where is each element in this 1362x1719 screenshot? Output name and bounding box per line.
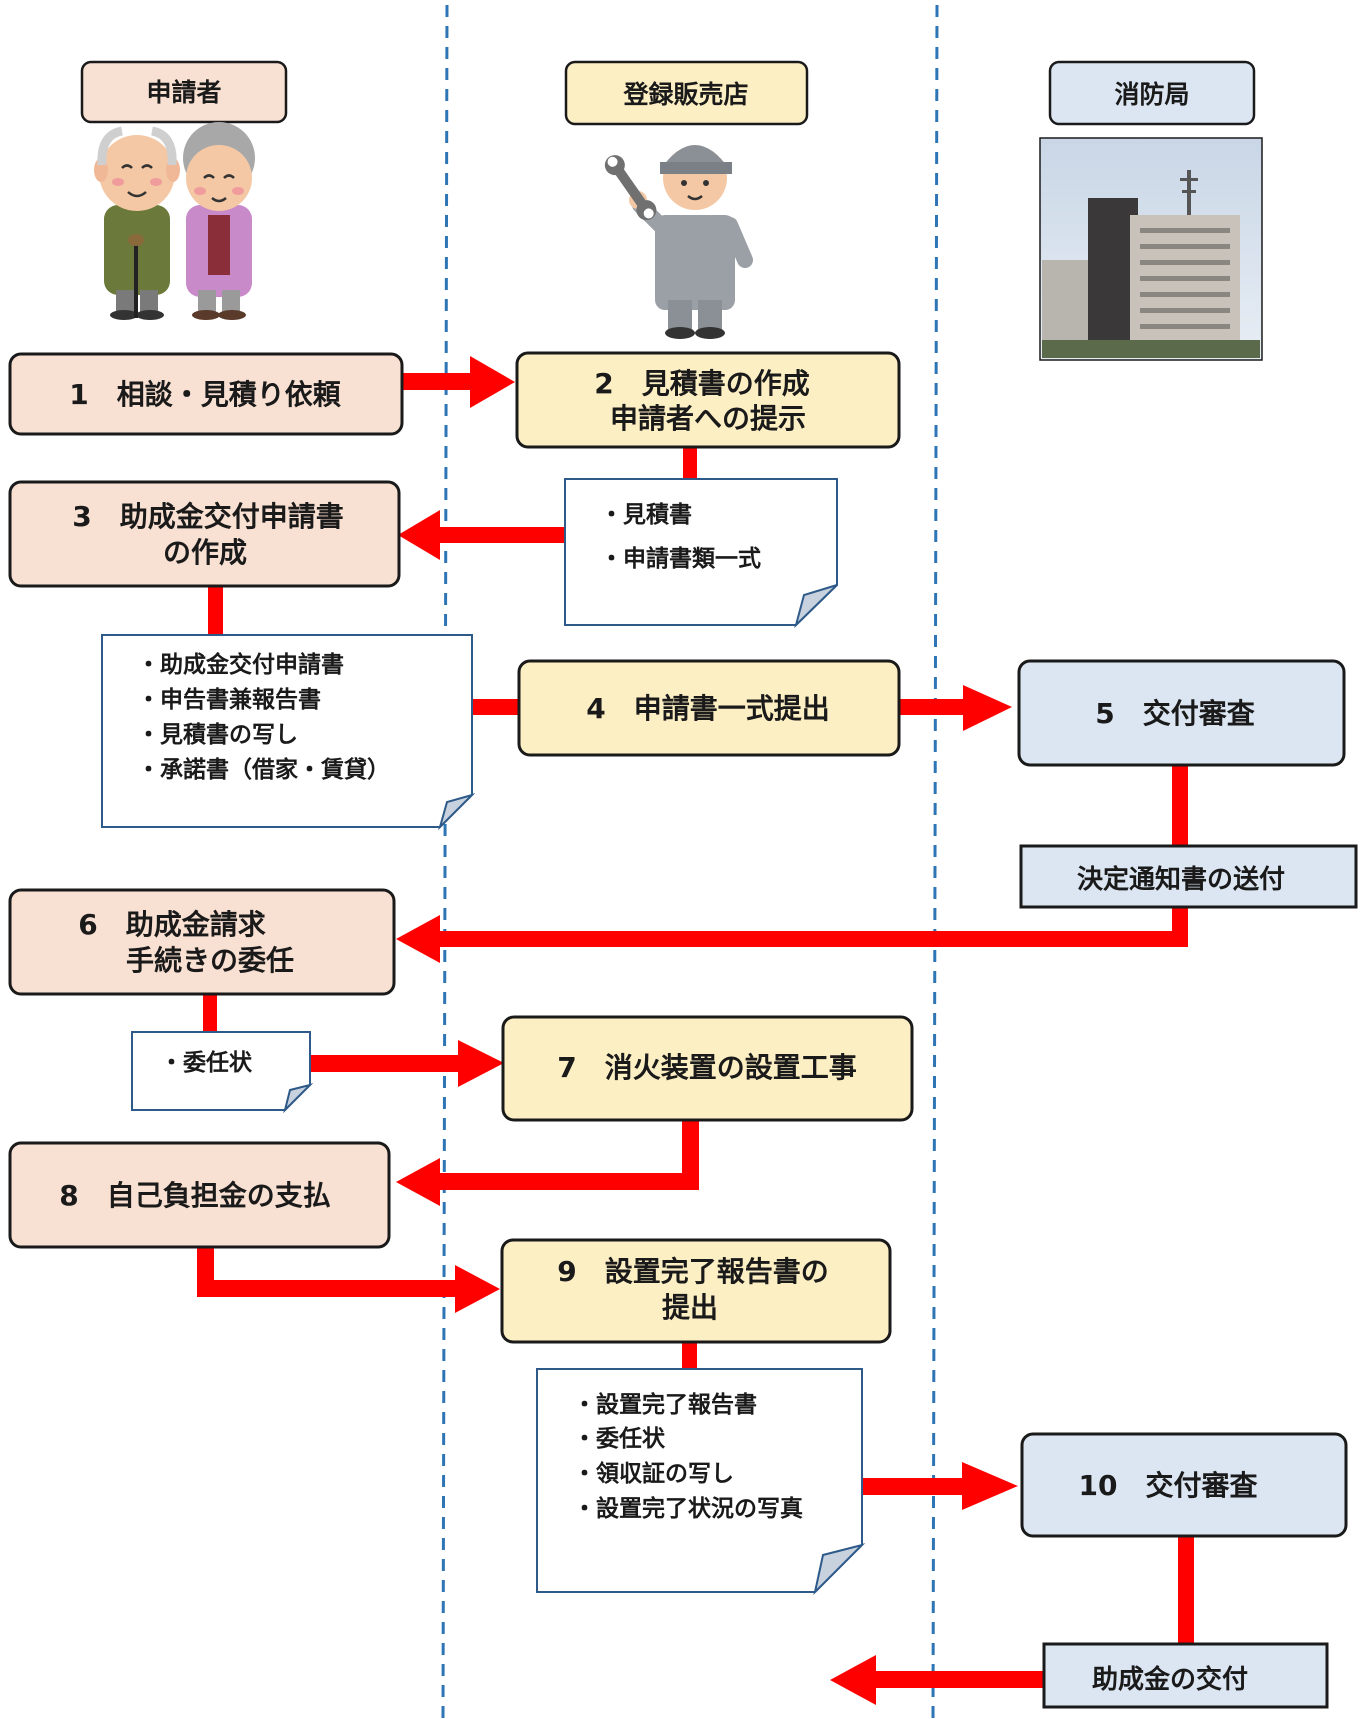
- estimate-note-item-2: ・申請書類一式: [600, 545, 761, 572]
- elderly-couple-illustration: [94, 122, 255, 320]
- decision-notice-label: 決定通知書の送付: [1077, 864, 1285, 895]
- step-7-installation-box: 7 消火装置の設置工事: [501, 1015, 914, 1122]
- grant-payment-box: 助成金の交付: [1042, 1642, 1329, 1709]
- step-3-label-line2: の作成: [163, 536, 247, 569]
- connector-5-to-decision: [1172, 763, 1188, 846]
- connector-10-to-grant: [1178, 1535, 1194, 1645]
- delegation-note-item-1: ・委任状: [160, 1049, 253, 1076]
- lane-title-dealer: 登録販売店: [622, 80, 748, 109]
- connector-2-to-documents: [683, 445, 697, 480]
- arrow-1-to-2: [400, 356, 515, 408]
- step-9-label-line2: 提出: [662, 1291, 718, 1324]
- report-note-item-3: ・領収証の写し: [573, 1460, 734, 1487]
- lane-header-dealer: 登録販売店: [564, 60, 809, 126]
- lane-header-applicant: 申請者: [80, 60, 288, 124]
- lane-header-fire-dept: 消防局: [1048, 60, 1256, 126]
- step-5-review-box: 5 交付審査: [1017, 659, 1346, 767]
- step-3-label-line1: 3 助成金交付申請書: [72, 500, 343, 533]
- step-1-consultation-box: 1 相談・見積り依頼: [8, 352, 404, 436]
- step-6-delegation-box: 6 助成金請求 手続きの委任: [8, 888, 396, 996]
- step-10-label: 10 交付審査: [1079, 1469, 1258, 1502]
- decision-notice-box: 決定通知書の送付: [1019, 844, 1358, 909]
- arrow-decision-to-6: [396, 905, 1188, 963]
- application-note-item-4: ・承諾書（借家・賃貸）: [137, 756, 390, 783]
- step-3-application-box: 3 助成金交付申請書 の作成: [8, 480, 401, 588]
- report-note-item-4: ・設置完了状況の写真: [573, 1495, 803, 1522]
- step-9-report-box: 9 設置完了報告書の 提出: [500, 1238, 892, 1344]
- step-5-label: 5 交付審査: [1095, 697, 1254, 730]
- documents-note-delegation: ・委任状: [131, 1031, 314, 1114]
- connector-9-to-documents: [682, 1340, 697, 1370]
- step-8-payment-box: 8 自己負担金の支払: [8, 1141, 391, 1249]
- documents-note-report: ・設置完了報告書 ・委任状 ・領収証の写し ・設置完了状況の写真: [536, 1368, 866, 1596]
- arrow-documents-to-10: [862, 1462, 1018, 1510]
- grant-payment-label: 助成金の交付: [1092, 1664, 1248, 1695]
- connector-3-to-documents: [208, 586, 223, 637]
- documents-note-application: ・助成金交付申請書 ・申告書兼報告書 ・見積書の写し ・承諾書（借家・賃貸）: [101, 634, 476, 831]
- application-note-item-3: ・見積書の写し: [137, 721, 298, 748]
- arrow-documents-to-3: [398, 510, 565, 560]
- step-2-label-line2: 申請者への提示: [610, 402, 806, 435]
- step-8-label: 8 自己負担金の支払: [59, 1179, 330, 1212]
- lane-divider-left: [441, 4, 449, 1719]
- step-1-label: 1 相談・見積り依頼: [69, 378, 341, 411]
- step-6-label-line1: 6 助成金請求: [78, 908, 265, 941]
- worker-with-wrench-illustration: [604, 145, 753, 339]
- fire-department-building-photo: [1039, 137, 1263, 361]
- arrow-document-to-7: [310, 1040, 504, 1087]
- lane-title-fire-dept: 消防局: [1114, 80, 1189, 109]
- arrow-grant-out: [830, 1655, 1046, 1705]
- estimate-note-item-1: ・見積書: [600, 501, 692, 528]
- report-note-item-2: ・委任状: [573, 1425, 666, 1452]
- step-4-label: 4 申請書一式提出: [586, 692, 829, 725]
- lane-title-applicant: 申請者: [146, 78, 221, 107]
- connector-6-to-document: [203, 992, 217, 1032]
- application-note-item-1: ・助成金交付申請書: [137, 651, 344, 678]
- documents-note-estimate: ・見積書 ・申請書類一式: [564, 478, 838, 629]
- report-note-item-1: ・設置完了報告書: [573, 1391, 757, 1418]
- step-9-label-line1: 9 設置完了報告書の: [557, 1255, 828, 1288]
- arrow-8-to-9: [197, 1243, 500, 1313]
- step-2-label-line1: 2 見積書の作成: [594, 367, 809, 400]
- step-10-review-box: 10 交付審査: [1020, 1432, 1348, 1538]
- application-note-item-2: ・申告書兼報告書: [137, 686, 321, 713]
- lane-divider-right: [931, 4, 939, 1719]
- step-4-submission-box: 4 申請書一式提出: [517, 659, 901, 757]
- arrow-7-to-8: [396, 1118, 699, 1206]
- connector-documents-to-4: [472, 699, 520, 715]
- arrow-4-to-5: [897, 685, 1012, 731]
- step-7-label: 7 消火装置の設置工事: [557, 1051, 856, 1084]
- step-6-label-line2: 手続きの委任: [126, 944, 294, 977]
- step-2-estimate-box: 2 見積書の作成 申請者への提示: [515, 351, 901, 449]
